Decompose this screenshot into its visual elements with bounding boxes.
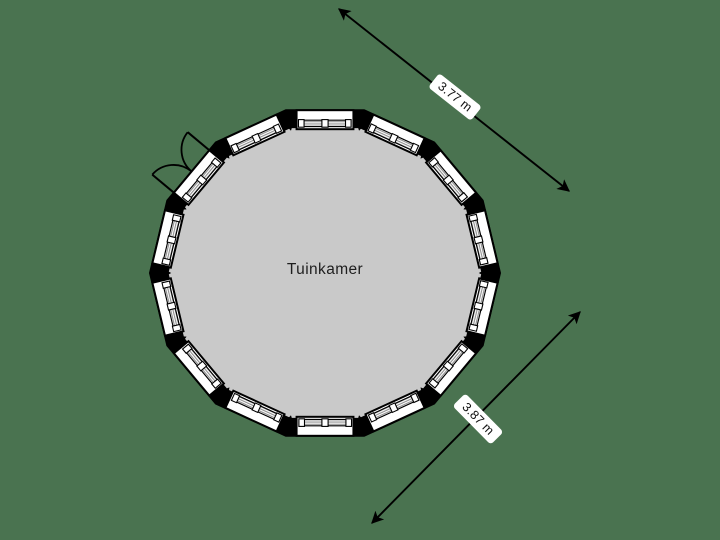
window-stile [468, 213, 479, 223]
window-mullion [166, 301, 177, 311]
wall-corner-joint [352, 415, 375, 437]
window-stile [210, 378, 222, 390]
wall-segment-window [224, 113, 286, 157]
wall-segment-window [172, 339, 226, 398]
window-stile [298, 418, 306, 427]
dimension-label-group: 3.77 m [429, 74, 481, 120]
window-mullion [166, 235, 177, 245]
window-stile [181, 192, 193, 203]
wall-corner-joint [208, 387, 230, 409]
window-mullion [473, 235, 484, 245]
window-stile [272, 123, 283, 135]
dimension-label-text: 3.87 m [459, 400, 497, 438]
window-mullion [321, 418, 329, 427]
door-leaf-right [187, 131, 210, 152]
window-stile [468, 323, 479, 332]
wall-corner-joint [275, 109, 298, 131]
wall-segment-window [295, 109, 355, 131]
window-mullion [251, 402, 262, 414]
window-stile [478, 280, 489, 289]
dimension-label-background [429, 74, 481, 120]
window-stile [457, 191, 469, 203]
wall-segment-window [151, 277, 185, 337]
window-stile [161, 280, 172, 289]
window-stile [344, 119, 352, 128]
window-stile [345, 418, 353, 427]
wall-segment-window [224, 389, 286, 433]
dimension-label-background [453, 394, 503, 444]
wall-corner-joint [275, 415, 298, 437]
window-stile [171, 214, 182, 223]
window-stile [230, 142, 241, 154]
door-swing-group [151, 131, 210, 194]
window-mullion [473, 301, 484, 311]
wall-corner-joint [164, 335, 187, 355]
door-leaf-left [151, 173, 175, 194]
window-mullion [321, 119, 329, 128]
dimension-label-group: 3.87 m [453, 394, 503, 444]
wall-corner-joint [478, 262, 501, 284]
wall-corner-joint [208, 137, 230, 159]
window-stile [161, 257, 172, 266]
dimension-upper-right: 3.77 m [338, 8, 570, 192]
wall-segment-window [465, 209, 499, 269]
door-swing-arc-right [180, 131, 193, 173]
window-stile [297, 119, 305, 128]
window-mullion [196, 360, 208, 372]
wall-corner-joint [149, 262, 172, 284]
window-mullion [196, 174, 208, 186]
window-stile [181, 343, 193, 355]
window-stile [210, 157, 222, 169]
wall-segment-window [295, 415, 355, 437]
wall-corner-joint [463, 191, 486, 211]
room-name-label: Tuinkamer [287, 261, 363, 278]
window-mullion [251, 132, 262, 144]
window-stile [230, 392, 241, 404]
wall-segment-door [172, 148, 226, 207]
window-stile [171, 323, 182, 333]
window-stile [272, 412, 283, 423]
wall-segment-window [151, 209, 185, 269]
window-stile [478, 257, 489, 266]
